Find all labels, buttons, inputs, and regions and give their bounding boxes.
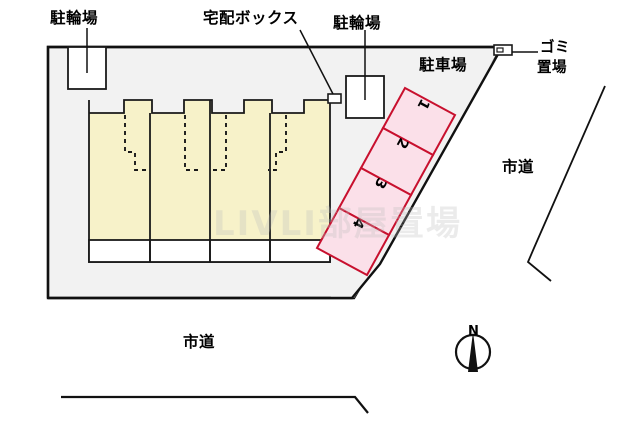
city-road-bottom-edge: [61, 395, 369, 414]
site-boundary-right-edge: [48, 46, 504, 300]
compass-needle-north: [468, 332, 478, 372]
site-boundary-top-left-edge: [46, 45, 502, 298]
label-city-road-right: 市道: [502, 158, 535, 176]
unit-dashed-partition-1: [124, 115, 148, 171]
garbage-area-marker-inner: [496, 47, 504, 53]
unit-dashed-partition-4: [268, 115, 287, 171]
delivery-box-leader: [299, 29, 334, 95]
label-city-road-bottom: 市道: [183, 333, 216, 351]
label-bicycle-parking-left: 駐輪場: [50, 9, 99, 27]
unit-dashed-partition-3: [212, 115, 227, 171]
city-road-right-edge: [526, 85, 606, 282]
parking-stall-4[interactable]: [315, 206, 391, 277]
compass-north-label: N: [468, 324, 479, 339]
label-car-parking: 駐車場: [419, 56, 468, 74]
unit-dashed-partition-2: [184, 115, 198, 171]
label-delivery-box: 宅配ボックス: [203, 9, 299, 27]
compass-rose: [454, 332, 492, 372]
label-garbage-area-line2: 置場: [537, 60, 567, 76]
delivery-box-marker: [327, 93, 342, 104]
label-bicycle-parking-right: 駐輪場: [333, 14, 382, 32]
parking-stall-group: [315, 86, 457, 277]
label-garbage-area-line1: ゴミ: [540, 40, 570, 56]
